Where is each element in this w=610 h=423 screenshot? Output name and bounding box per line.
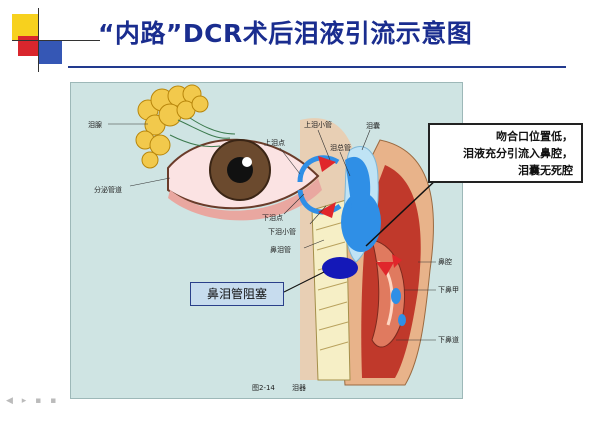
upper-flow-arrow [297, 155, 340, 183]
label-lacrimal-gland: 泪腺 [88, 120, 102, 129]
label-lower-punctum: 下泪点 [262, 214, 283, 222]
label-nasal-cavity: 鼻腔 [438, 257, 452, 266]
gland-ducts [169, 117, 236, 148]
lower-flow-arrow [297, 189, 342, 215]
callout-pointer [365, 177, 439, 247]
label-inferior-turbinate: 下鼻甲 [438, 285, 459, 294]
blockage-label: 鼻泪管阻塞 [190, 282, 284, 306]
label-inferior-meatus: 下鼻道 [438, 335, 459, 344]
label-secretory-duct: 分泌管道 [94, 185, 122, 194]
lower-eyelid [168, 178, 322, 221]
decor-line [38, 8, 39, 72]
title-rule [68, 66, 566, 68]
decor-line [12, 40, 100, 41]
drainage-flow-path [345, 156, 371, 210]
decor-blue-square [38, 40, 62, 64]
label-upper-canaliculus: 上泪小管 [304, 120, 332, 129]
label-upper-punctum: 上泪点 [264, 138, 285, 147]
nasal-droplet [398, 314, 406, 326]
decor-red-square [18, 36, 38, 56]
lower-red-arrow [318, 202, 336, 218]
label-nasolacrimal-duct: 鼻泪管 [270, 245, 291, 254]
callout-line: 泪液充分引流入鼻腔， [463, 147, 573, 160]
iris-ring [209, 139, 271, 201]
nasolacrimal-blockage [322, 257, 358, 279]
figure-caption: 泪器 [292, 384, 306, 392]
callout-line: 吻合口位置低， [496, 130, 573, 143]
block-pointer [283, 271, 325, 293]
slide-title: “内路”DCR术后泪液引流示意图 [98, 19, 473, 48]
decor-yellow-square [12, 14, 38, 40]
nasal-red-arrow [376, 262, 394, 276]
callout-box: 吻合口位置低， 泪液充分引流入鼻腔， 泪囊无死腔 [428, 123, 583, 183]
eye-highlight [242, 157, 252, 167]
drainage-flow-sac [341, 192, 381, 252]
label-common-canaliculus: 泪总管 [330, 143, 351, 152]
label-lower-canaliculus: 下泪小管 [268, 227, 296, 236]
figure-number: 图2-14 [252, 384, 275, 392]
label-lacrimal-sac: 泪囊 [366, 121, 380, 130]
slide-nav-controls[interactable]: ◀ ▸ ▪ ▪ [6, 396, 60, 406]
upper-red-arrow [318, 156, 336, 172]
callout-line: 泪囊无死腔 [518, 164, 573, 177]
nasal-droplet [391, 288, 401, 304]
lacrimal-gland [135, 84, 209, 169]
nasal-red-arrow-2 [392, 254, 402, 268]
